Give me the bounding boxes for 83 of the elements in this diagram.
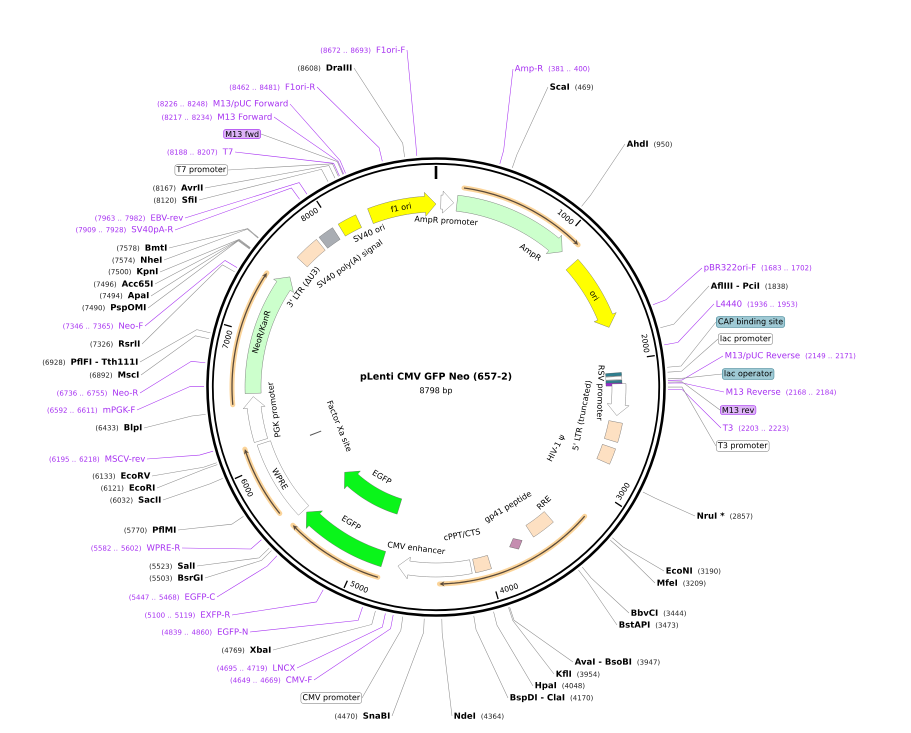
leader-line bbox=[508, 607, 554, 674]
leader-line bbox=[164, 228, 258, 260]
plasmid-length: 8798 bp bbox=[420, 387, 452, 395]
leader-line bbox=[160, 239, 251, 272]
leader-line bbox=[168, 228, 259, 248]
leader-line bbox=[612, 537, 664, 572]
leader-line bbox=[660, 286, 710, 328]
leader-line bbox=[442, 618, 452, 716]
leader-line bbox=[392, 618, 425, 716]
leader-line bbox=[142, 264, 235, 344]
leader-line bbox=[196, 548, 270, 566]
leader-line bbox=[474, 616, 508, 698]
leader-line bbox=[140, 329, 211, 362]
leader-line bbox=[666, 322, 716, 368]
leader-line bbox=[406, 50, 418, 156]
leader-line bbox=[314, 614, 394, 680]
feature-tag: T3 promoter bbox=[716, 440, 770, 452]
leader-line bbox=[156, 464, 218, 488]
leader-line bbox=[652, 268, 702, 305]
leader-line bbox=[260, 134, 344, 175]
leader-line bbox=[136, 386, 204, 410]
leader-line bbox=[152, 462, 217, 476]
leader-line bbox=[272, 610, 376, 650]
leader-line bbox=[582, 566, 630, 614]
leader-line bbox=[668, 356, 724, 381]
feature-label: CMV enhancer bbox=[388, 542, 446, 554]
leader-line bbox=[668, 382, 720, 410]
leader-line bbox=[664, 304, 714, 346]
leader-line bbox=[512, 86, 548, 168]
leader-line bbox=[290, 104, 346, 174]
leader-line bbox=[150, 240, 250, 296]
leader-line bbox=[140, 336, 210, 376]
feature-tag: CMV promoter bbox=[300, 692, 362, 704]
leader-line bbox=[500, 68, 514, 164]
feature-tag: M13 fwd bbox=[223, 129, 261, 139]
leader-line bbox=[274, 116, 344, 174]
leader-line bbox=[184, 182, 308, 218]
leader-line bbox=[668, 388, 722, 428]
feature-box bbox=[604, 420, 623, 443]
leader-line bbox=[204, 550, 272, 578]
leader-line bbox=[610, 540, 656, 584]
leader-line bbox=[140, 361, 206, 394]
feature-label: RSV promoter bbox=[596, 366, 605, 421]
leader-line bbox=[198, 168, 328, 200]
feature-tag: T7 promoter bbox=[174, 164, 228, 176]
leader-line bbox=[296, 613, 386, 668]
leader-line bbox=[228, 164, 339, 177]
site-tick: Factor Xa site bbox=[309, 400, 350, 452]
feature-tag: M13 rev bbox=[720, 405, 756, 415]
leader-line bbox=[154, 240, 250, 284]
leader-line bbox=[234, 152, 340, 176]
leader-line bbox=[667, 338, 718, 372]
leader-line bbox=[581, 144, 626, 207]
leader-line bbox=[354, 68, 405, 158]
feature-band: ori bbox=[566, 259, 616, 328]
leader-line bbox=[250, 606, 363, 632]
leader-line bbox=[509, 606, 574, 662]
leader-line bbox=[578, 570, 618, 626]
feature-tag: CAP binding site bbox=[716, 316, 786, 328]
feature-label: EGFP bbox=[372, 470, 392, 484]
leader-line bbox=[144, 260, 238, 326]
leader-line bbox=[148, 240, 250, 308]
leader-line bbox=[668, 374, 722, 380]
feature-tag: lac operator bbox=[722, 368, 774, 380]
leader-line bbox=[162, 478, 224, 500]
leader-line bbox=[493, 611, 534, 686]
leader-line bbox=[668, 386, 716, 446]
leader-line bbox=[362, 616, 404, 698]
leader-line bbox=[216, 556, 278, 598]
leader-line bbox=[144, 414, 206, 428]
leader-line bbox=[174, 188, 300, 230]
leader-line bbox=[668, 382, 724, 392]
leader-line bbox=[178, 516, 244, 530]
feature-tag: lac promoter bbox=[718, 333, 773, 345]
leader-line bbox=[204, 165, 336, 188]
leader-line bbox=[232, 589, 324, 616]
feature-label: cPPT/CTS bbox=[444, 528, 480, 540]
plasmid-name: pLenti CMV GFP Neo (657-2) bbox=[360, 372, 512, 382]
leader-line bbox=[316, 86, 383, 162]
leader-line bbox=[146, 450, 214, 460]
feature-diamond bbox=[509, 538, 522, 550]
leader-line bbox=[642, 492, 696, 516]
leader-line bbox=[182, 540, 262, 550]
